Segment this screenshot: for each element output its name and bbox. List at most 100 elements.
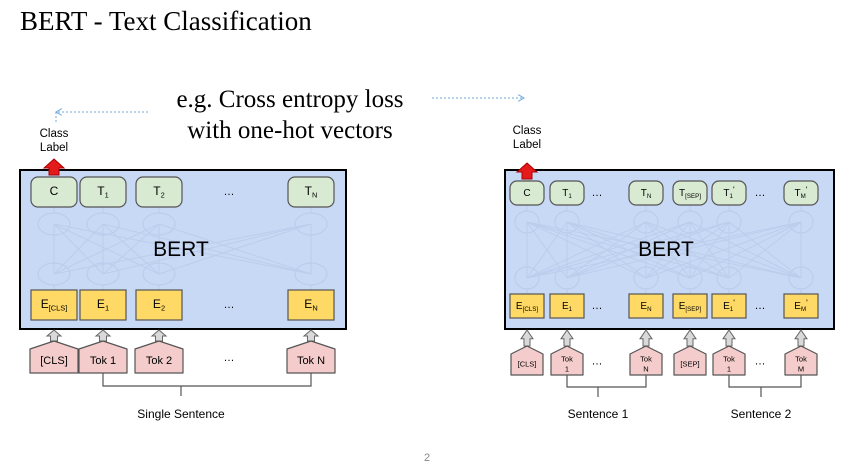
input-token <box>784 345 818 376</box>
output-token <box>287 176 335 208</box>
input-token <box>673 345 707 376</box>
output-token-label: TN <box>641 188 652 200</box>
input-token-label: Tok 2 <box>146 355 172 367</box>
input-token <box>510 345 544 376</box>
embedding-token <box>711 293 747 319</box>
embedding-ellipsis: … <box>755 300 766 312</box>
slide-title: BERT - Text Classification <box>20 6 312 36</box>
output-token <box>509 180 545 206</box>
embedding-token <box>287 289 335 321</box>
output-ellipsis: … <box>224 186 235 198</box>
page-number: 2 <box>423 452 431 464</box>
output-token <box>135 176 183 208</box>
embedding-token-label: EN <box>304 297 317 312</box>
output-token <box>711 180 747 206</box>
bert-label: BERT <box>638 238 694 261</box>
input-arrow <box>45 329 63 342</box>
input-arrow <box>150 329 168 342</box>
input-token-label: Tok <box>640 354 652 363</box>
embedding-token-label: EN <box>640 301 651 313</box>
embedding-token-label: E[SEP] <box>679 301 702 313</box>
output-token-label: T1 <box>562 188 572 200</box>
input-token <box>134 340 184 374</box>
input-token <box>629 345 663 376</box>
class-label-line-1: Class <box>40 128 69 140</box>
single-sentence-label: Single Sentence <box>137 407 225 421</box>
sentence-2-bracket <box>728 375 802 397</box>
class-label-line-2: Label <box>513 139 541 151</box>
input-token-label: Tok N <box>297 355 325 367</box>
class-output-arrow <box>42 158 66 176</box>
annotation-line-2: with one-hot vectors <box>187 117 393 144</box>
input-ellipsis: … <box>755 355 766 367</box>
input-arrow <box>560 329 574 347</box>
embedding-token <box>672 293 708 319</box>
input-token <box>550 345 584 376</box>
embedding-token <box>549 293 585 319</box>
bert-label: BERT <box>153 238 209 261</box>
output-token-label: TM' <box>795 185 808 200</box>
input-token <box>712 345 746 376</box>
input-token-label: 1 <box>727 364 731 373</box>
output-token-label: T[SEP] <box>679 188 701 200</box>
embedding-token-label: E1 <box>97 297 109 312</box>
sentence-1-label: Sentence 1 <box>568 407 629 421</box>
output-token-label: C <box>50 184 59 198</box>
input-ellipsis: … <box>224 352 235 364</box>
class-output-arrow <box>515 162 539 180</box>
single-sentence-bracket <box>102 373 312 396</box>
input-token-label: M <box>798 364 804 373</box>
input-token-label: Tok <box>795 354 807 363</box>
input-token-label: Tok <box>723 354 735 363</box>
annotation-line-1: e.g. Cross entropy loss <box>176 86 404 113</box>
embedding-token-label: E[CLS] <box>516 301 538 313</box>
embedding-token-label: E1' <box>723 298 735 313</box>
embedding-ellipsis: … <box>592 300 603 312</box>
sentence-2-label: Sentence 2 <box>731 407 792 421</box>
output-token <box>549 180 585 206</box>
input-token-label: [CLS] <box>518 359 537 368</box>
input-token-label: 1 <box>565 364 569 373</box>
output-token-label: T2 <box>153 184 164 199</box>
class-label-line-1: Class <box>513 125 542 137</box>
input-arrow <box>722 329 736 347</box>
input-arrow <box>683 329 697 347</box>
sentence-1-bracket <box>566 375 647 397</box>
input-token-label: N <box>643 364 648 373</box>
embedding-token <box>628 293 664 319</box>
dotted-connector-arrows <box>56 98 524 122</box>
input-arrow <box>94 329 112 342</box>
class-label-line-2: Label <box>40 142 68 154</box>
embedding-token-label: EM' <box>794 298 808 313</box>
output-token-label: TN <box>305 184 318 199</box>
input-arrow <box>639 329 653 347</box>
input-token-label: Tok <box>561 354 573 363</box>
embedding-token-label: E2 <box>153 297 165 312</box>
input-token-label: [CLS] <box>40 355 68 367</box>
output-token <box>628 180 664 206</box>
input-token <box>286 340 336 374</box>
output-token <box>783 180 819 206</box>
embedding-token <box>79 289 127 321</box>
output-token <box>30 176 78 208</box>
loss-annotation: e.g. Cross entropy loss with one-hot vec… <box>150 84 430 146</box>
embedding-token <box>135 289 183 321</box>
input-arrow <box>794 329 808 347</box>
input-token-label: [SEP] <box>680 359 699 368</box>
embedding-ellipsis: … <box>224 299 235 311</box>
input-token <box>29 340 79 374</box>
embedding-token <box>783 293 819 319</box>
hidden-network <box>37 207 328 290</box>
input-token-label: Tok 1 <box>90 355 116 367</box>
input-token <box>78 340 128 374</box>
output-token-label: T1 <box>97 184 108 199</box>
output-ellipsis: … <box>755 187 766 199</box>
embedding-token <box>30 289 78 321</box>
output-token <box>79 176 127 208</box>
hidden-network <box>514 205 814 294</box>
input-arrow <box>520 329 534 347</box>
embedding-token <box>509 293 545 319</box>
